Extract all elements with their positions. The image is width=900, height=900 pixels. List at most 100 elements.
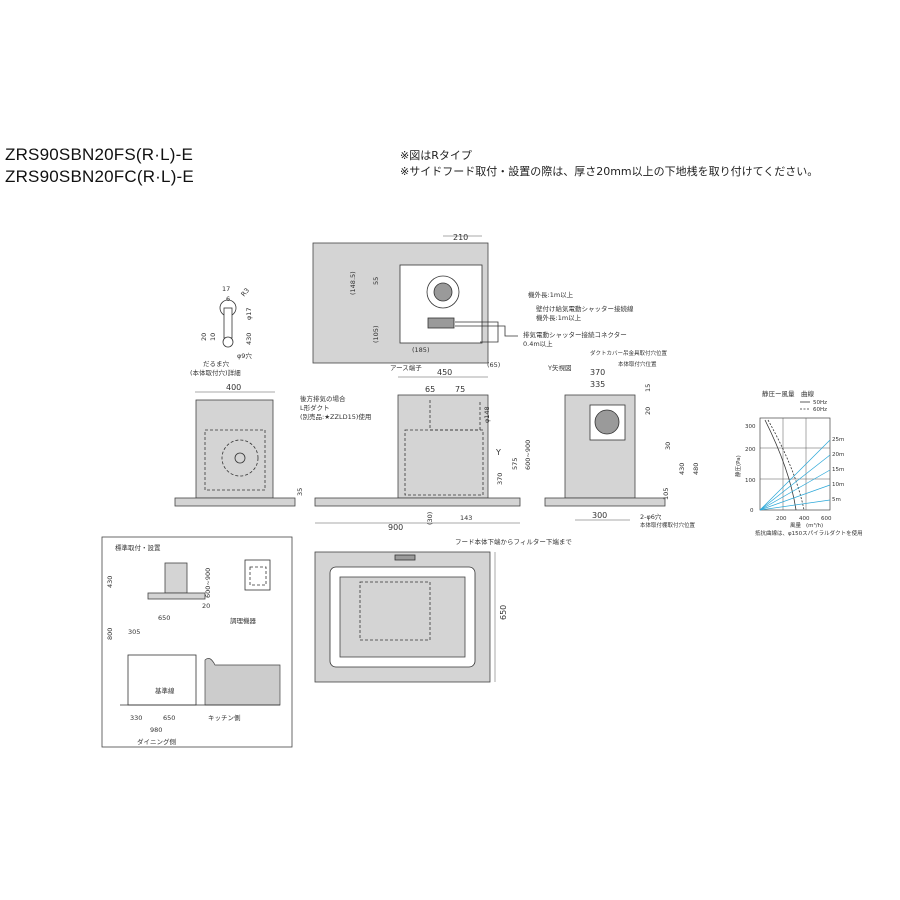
detail-caption-1: だるま穴 xyxy=(203,359,230,368)
curve-footnote: 抵抗曲線は、φ150スパイラルダクトを使用 xyxy=(755,529,863,537)
curve-frame xyxy=(759,417,831,511)
curve-x400: 400 xyxy=(799,516,810,522)
install-counter xyxy=(127,654,197,706)
detail-dim-17a: 17 xyxy=(222,285,230,293)
install-hood xyxy=(147,592,206,600)
front-dim-600-900: 600~900 xyxy=(524,440,532,470)
front-dim-35: 35 xyxy=(296,488,304,496)
top-view-cable-2 xyxy=(455,325,518,337)
detail-dim-430: 430 xyxy=(245,333,253,345)
install-dim-305: 305 xyxy=(128,628,140,636)
front-dim-65: 65 xyxy=(425,385,435,394)
top-view-outlet xyxy=(433,282,453,302)
install-dim-20: 20 xyxy=(202,602,210,610)
install-kitchen-side: キッチン側 xyxy=(208,714,241,722)
curve-x200: 200 xyxy=(776,516,787,522)
detail-dim-phi17: φ17 xyxy=(245,307,253,320)
install-dim-600-900: 600~900 xyxy=(204,568,212,598)
earth-terminal-label: アース端子 xyxy=(390,363,422,372)
front-hood-plate-left xyxy=(174,497,296,507)
rear-exhaust-3: (別売品:★ZZLD15)使用 xyxy=(300,412,371,421)
keyhole-slot xyxy=(223,307,233,339)
curve-20m: 20m xyxy=(832,452,844,458)
install-cooker-label: 調理機器 xyxy=(230,616,257,625)
cable-length-2: 機外長:1m以上 xyxy=(536,313,582,322)
curve-50hz-line xyxy=(764,419,797,511)
side-dim-30: 30 xyxy=(664,442,672,450)
cable-length-3: 0.4m以上 xyxy=(523,339,553,348)
curve-x600: 600 xyxy=(821,516,832,522)
side-hood-plate xyxy=(544,497,666,507)
top-dim-65: (65) xyxy=(487,361,500,369)
top-dim-55: 55 xyxy=(372,277,380,285)
install-diagram: 標準取付・設置 430 600~900 20 800 650 305 調理機器 … xyxy=(101,536,293,748)
note-r-type: ※図はRタイプ xyxy=(400,149,472,162)
top-dim-185: (185) xyxy=(412,346,429,354)
model-number-fs: ZRS90SBN20FS(R·L)-E xyxy=(5,145,194,164)
keyhole-bottom-circle xyxy=(222,336,234,348)
curve-xlabel: 風量 xyxy=(790,522,802,529)
side-outlet xyxy=(594,409,620,435)
install-dim-650b: 650 xyxy=(163,714,175,722)
install-frame xyxy=(101,536,293,748)
install-side-cover xyxy=(244,559,271,591)
side-cover-hole-1: ダクトカバー吊金具取付穴位置 xyxy=(590,349,668,357)
side-dim-20: 20 xyxy=(644,407,652,415)
pressure-curve: 静圧ー風量 曲線 50Hz 60Hz 25m 20m 15m 10m 5m 30… xyxy=(734,389,863,537)
top-dim-105: (105) xyxy=(372,326,380,343)
side-hole-2: 本体取付棚取付穴位置 xyxy=(640,521,696,529)
side-dim-335: 335 xyxy=(590,380,605,389)
curve-y300: 300 xyxy=(745,424,756,430)
front-dim-30: (30) xyxy=(426,512,434,525)
curve-y200: 200 xyxy=(745,447,756,453)
top-view-connector xyxy=(427,317,455,329)
rear-exhaust-2: L形ダクト xyxy=(300,403,330,412)
cable-length-1: 機外長:1m以上 xyxy=(528,290,574,299)
side-dim-105: 105 xyxy=(662,488,670,500)
curve-title: 静圧ー風量 曲線 xyxy=(762,389,815,398)
front-duct-cover-left xyxy=(195,399,274,499)
note-side-hood: ※サイドフード取付・設置の際は、厚さ20mm以上の下地桟を取り付けてください。 xyxy=(400,165,819,178)
side-dim-430: 430 xyxy=(678,463,686,475)
top-dim-210: 210 xyxy=(453,233,468,242)
bottom-view-filter xyxy=(339,576,466,658)
top-view: 210 (148.5) 55 (105) (185) (65) アース端子 機外… xyxy=(312,233,634,372)
install-dim-330: 330 xyxy=(130,714,142,722)
bottom-view: 650 xyxy=(314,551,508,683)
side-cover-hole-2: 本体取付穴位置 xyxy=(618,360,657,368)
side-hole-1: 2-φ6穴 xyxy=(640,512,662,521)
detail-dim-r3: R3 xyxy=(239,287,251,299)
install-duct-cover xyxy=(164,562,188,594)
install-dim-980: 980 xyxy=(150,726,162,734)
curve-y0: 0 xyxy=(750,508,754,514)
curve-5m: 5m xyxy=(832,497,841,503)
curve-15m: 15m xyxy=(832,467,844,473)
install-cooker xyxy=(204,658,281,706)
install-baseline: 基準線 xyxy=(155,686,175,695)
top-view-cable xyxy=(455,321,499,343)
front-dim-143: 143 xyxy=(460,514,472,522)
front-view-center: 450 65 75 35 900 (30) 143 φ148 Y 370 575… xyxy=(296,368,572,546)
side-dim-15: 15 xyxy=(644,384,652,392)
curve-25m: 25m xyxy=(832,437,844,443)
front-dim-900: 900 xyxy=(388,523,403,532)
curve-y100: 100 xyxy=(745,478,756,484)
bottom-dim-650: 650 xyxy=(499,605,508,620)
install-dim-650a: 650 xyxy=(158,614,170,622)
side-dim-480: 480 xyxy=(692,463,700,475)
front-y-mark: Y xyxy=(495,448,501,457)
curve-xunit: (m³/h) xyxy=(806,522,823,529)
install-title: 標準取付・設置 xyxy=(115,543,161,552)
front-hood-plate-center xyxy=(314,497,521,507)
detail-dim-phi9: φ9穴 xyxy=(237,351,252,360)
front-dim-450: 450 xyxy=(437,368,452,377)
top-dim-148-5: (148.5) xyxy=(349,271,357,295)
model-number-fc: ZRS90SBN20FC(R·L)-E xyxy=(5,167,194,186)
bottom-view-light xyxy=(394,554,416,561)
install-dim-800: 800 xyxy=(106,628,114,640)
detail-dim-10: 10 xyxy=(209,333,217,341)
front-view-left: 400 xyxy=(174,383,296,507)
exhaust-shutter-connector: 排気電動シャッター接続コネクター xyxy=(523,330,627,339)
front-dim-400: 400 xyxy=(226,383,241,392)
